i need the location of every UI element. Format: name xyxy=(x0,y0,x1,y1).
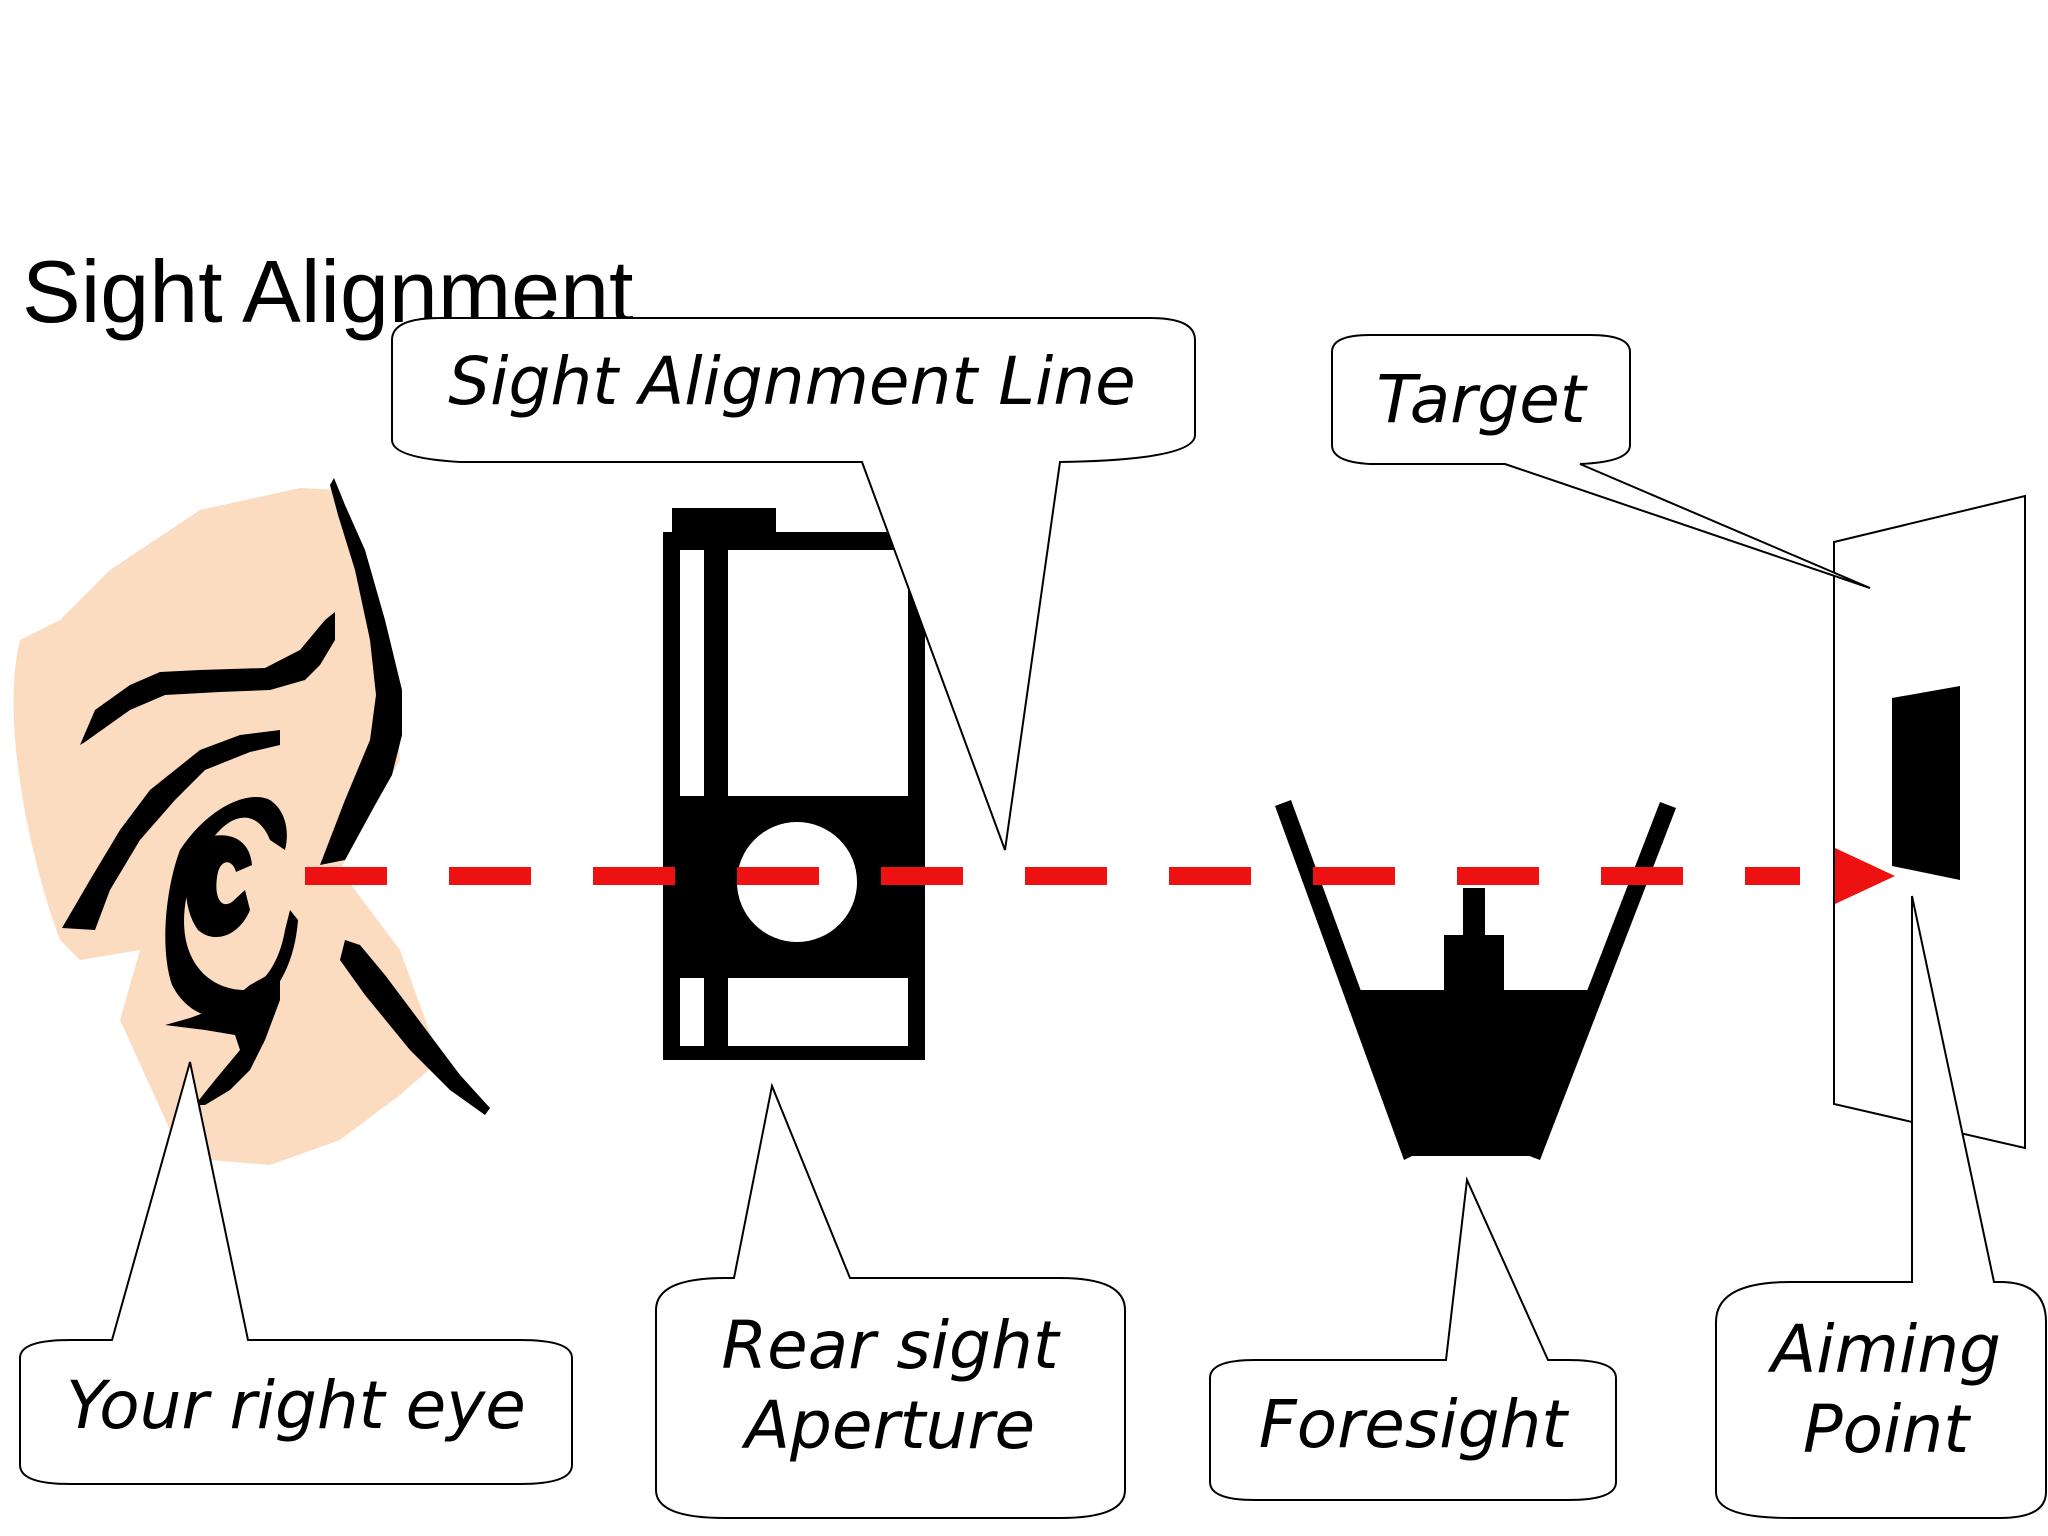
aiming-mark xyxy=(1892,686,1960,880)
callout-label-sight-line: Sight Alignment Line xyxy=(448,343,1136,420)
foresight-tip xyxy=(1463,888,1485,938)
rear-sight-slot-lower xyxy=(680,978,704,1046)
sight-alignment-line xyxy=(305,848,1895,904)
eye-illustration xyxy=(13,478,490,1165)
rear-sight-top-tab xyxy=(672,508,776,534)
callout-target: Target xyxy=(1331,334,1871,589)
rear-sight-illustration xyxy=(663,508,925,1060)
foresight-illustration xyxy=(1275,800,1676,1160)
callout-rear-sight-aperture: Rear sight Aperture xyxy=(655,1082,1126,1519)
rear-sight-window-upper xyxy=(728,550,908,796)
callout-label-rear-sight-line1: Rear sight xyxy=(721,1307,1060,1384)
face-skin xyxy=(13,488,440,1165)
pupil xyxy=(185,835,252,938)
callout-label-target: Target xyxy=(1376,361,1587,438)
foresight-post xyxy=(1444,935,1504,995)
callout-label-rear-sight-line2: Aperture xyxy=(741,1387,1035,1464)
target-illustration xyxy=(1833,494,2026,1150)
callout-foresight: Foresight xyxy=(1209,1176,1617,1501)
rear-sight-window-lower xyxy=(728,978,908,1046)
head-outline-upper xyxy=(320,478,402,865)
callout-label-aiming-line2: Point xyxy=(1803,1391,1971,1468)
sight-line-arrowhead xyxy=(1835,848,1895,904)
eyelid-top xyxy=(62,730,280,930)
callout-sight-alignment-line: Sight Alignment Line xyxy=(391,317,1196,851)
callout-aiming-point: Aiming Point xyxy=(1715,895,2047,1519)
callout-label-aiming-line1: Aiming xyxy=(1767,1311,2001,1388)
callout-label-foresight: Foresight xyxy=(1259,1386,1570,1463)
rear-sight-slot-upper xyxy=(680,550,704,796)
cheek-stroke xyxy=(340,940,490,1115)
callout-label-eye: Your right eye xyxy=(66,1367,526,1444)
foresight-base xyxy=(1358,990,1588,1156)
callout-your-right-eye: Your right eye xyxy=(19,1061,573,1485)
eyebrow xyxy=(80,612,335,745)
eyelid-bottom xyxy=(165,965,280,1105)
